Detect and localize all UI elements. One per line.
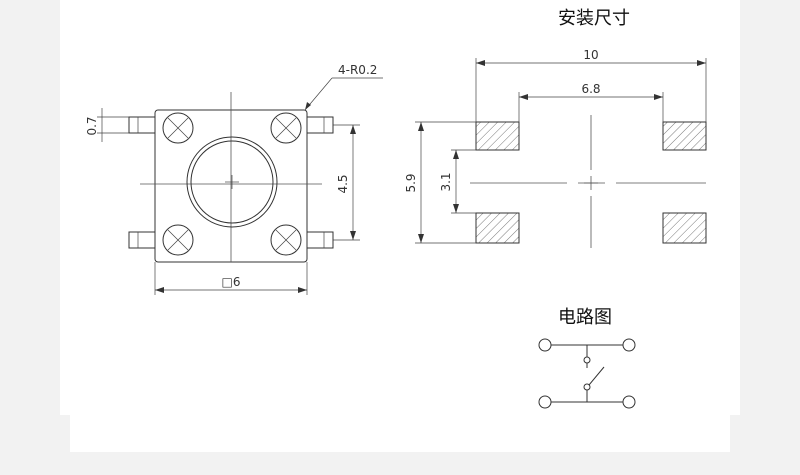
actuator-inner-circle	[190, 140, 274, 224]
dimension-pad-inner: 6.8	[518, 82, 664, 122]
dimension-corner-radius: 4-R0.2	[304, 63, 383, 111]
switch-contact-bottom	[583, 383, 591, 391]
dimension-pad-height-inner: 3.1	[439, 149, 476, 214]
drawing-sheet-footer	[70, 415, 730, 452]
circuit-diagram-title: 电路图	[558, 307, 612, 328]
pcb-footprint: 10 6.8 5.9 3.1	[404, 48, 707, 248]
dimension-pin-spacing: 4.5	[333, 124, 360, 241]
dimension-label-body-size: □6	[222, 275, 241, 289]
dimension-pad-height-outer: 5.9	[404, 121, 476, 244]
terminal-bottom-left	[538, 395, 552, 409]
pad-bottom-right	[662, 212, 707, 244]
pad-top-left	[475, 121, 520, 151]
dimension-label-pin-width: 0.7	[85, 116, 99, 135]
switch-pins	[128, 116, 334, 249]
dimension-label-pad-outer: 10	[583, 48, 598, 62]
dimension-label-pad-inner: 6.8	[581, 82, 600, 96]
terminal-top-right	[622, 338, 636, 352]
pad-top-right	[662, 121, 707, 151]
dimension-label-pad-height-inner: 3.1	[439, 172, 453, 191]
corner-mount-circles	[162, 112, 302, 256]
mounting-size-title: 安装尺寸	[558, 8, 630, 29]
circuit-diagram	[538, 338, 636, 409]
dimension-label-pad-height-outer: 5.9	[404, 173, 418, 192]
dimension-label-corner-radius: 4-R0.2	[338, 63, 377, 77]
switch-contact-top	[583, 356, 591, 364]
switch-lever	[588, 366, 605, 386]
actuator-outer-circle	[186, 136, 278, 228]
pad-bottom-left	[475, 212, 520, 244]
dimension-pin-width: 0.7	[85, 108, 129, 142]
terminal-bottom-right	[622, 395, 636, 409]
dimension-label-pin-spacing: 4.5	[336, 174, 350, 193]
switch-top-view: 0.7 4-R0.2 4.5 □6	[85, 63, 383, 295]
terminal-top-left	[538, 338, 552, 352]
dimension-pad-outer: 10	[475, 48, 707, 122]
dimension-body-size: □6	[154, 262, 308, 295]
